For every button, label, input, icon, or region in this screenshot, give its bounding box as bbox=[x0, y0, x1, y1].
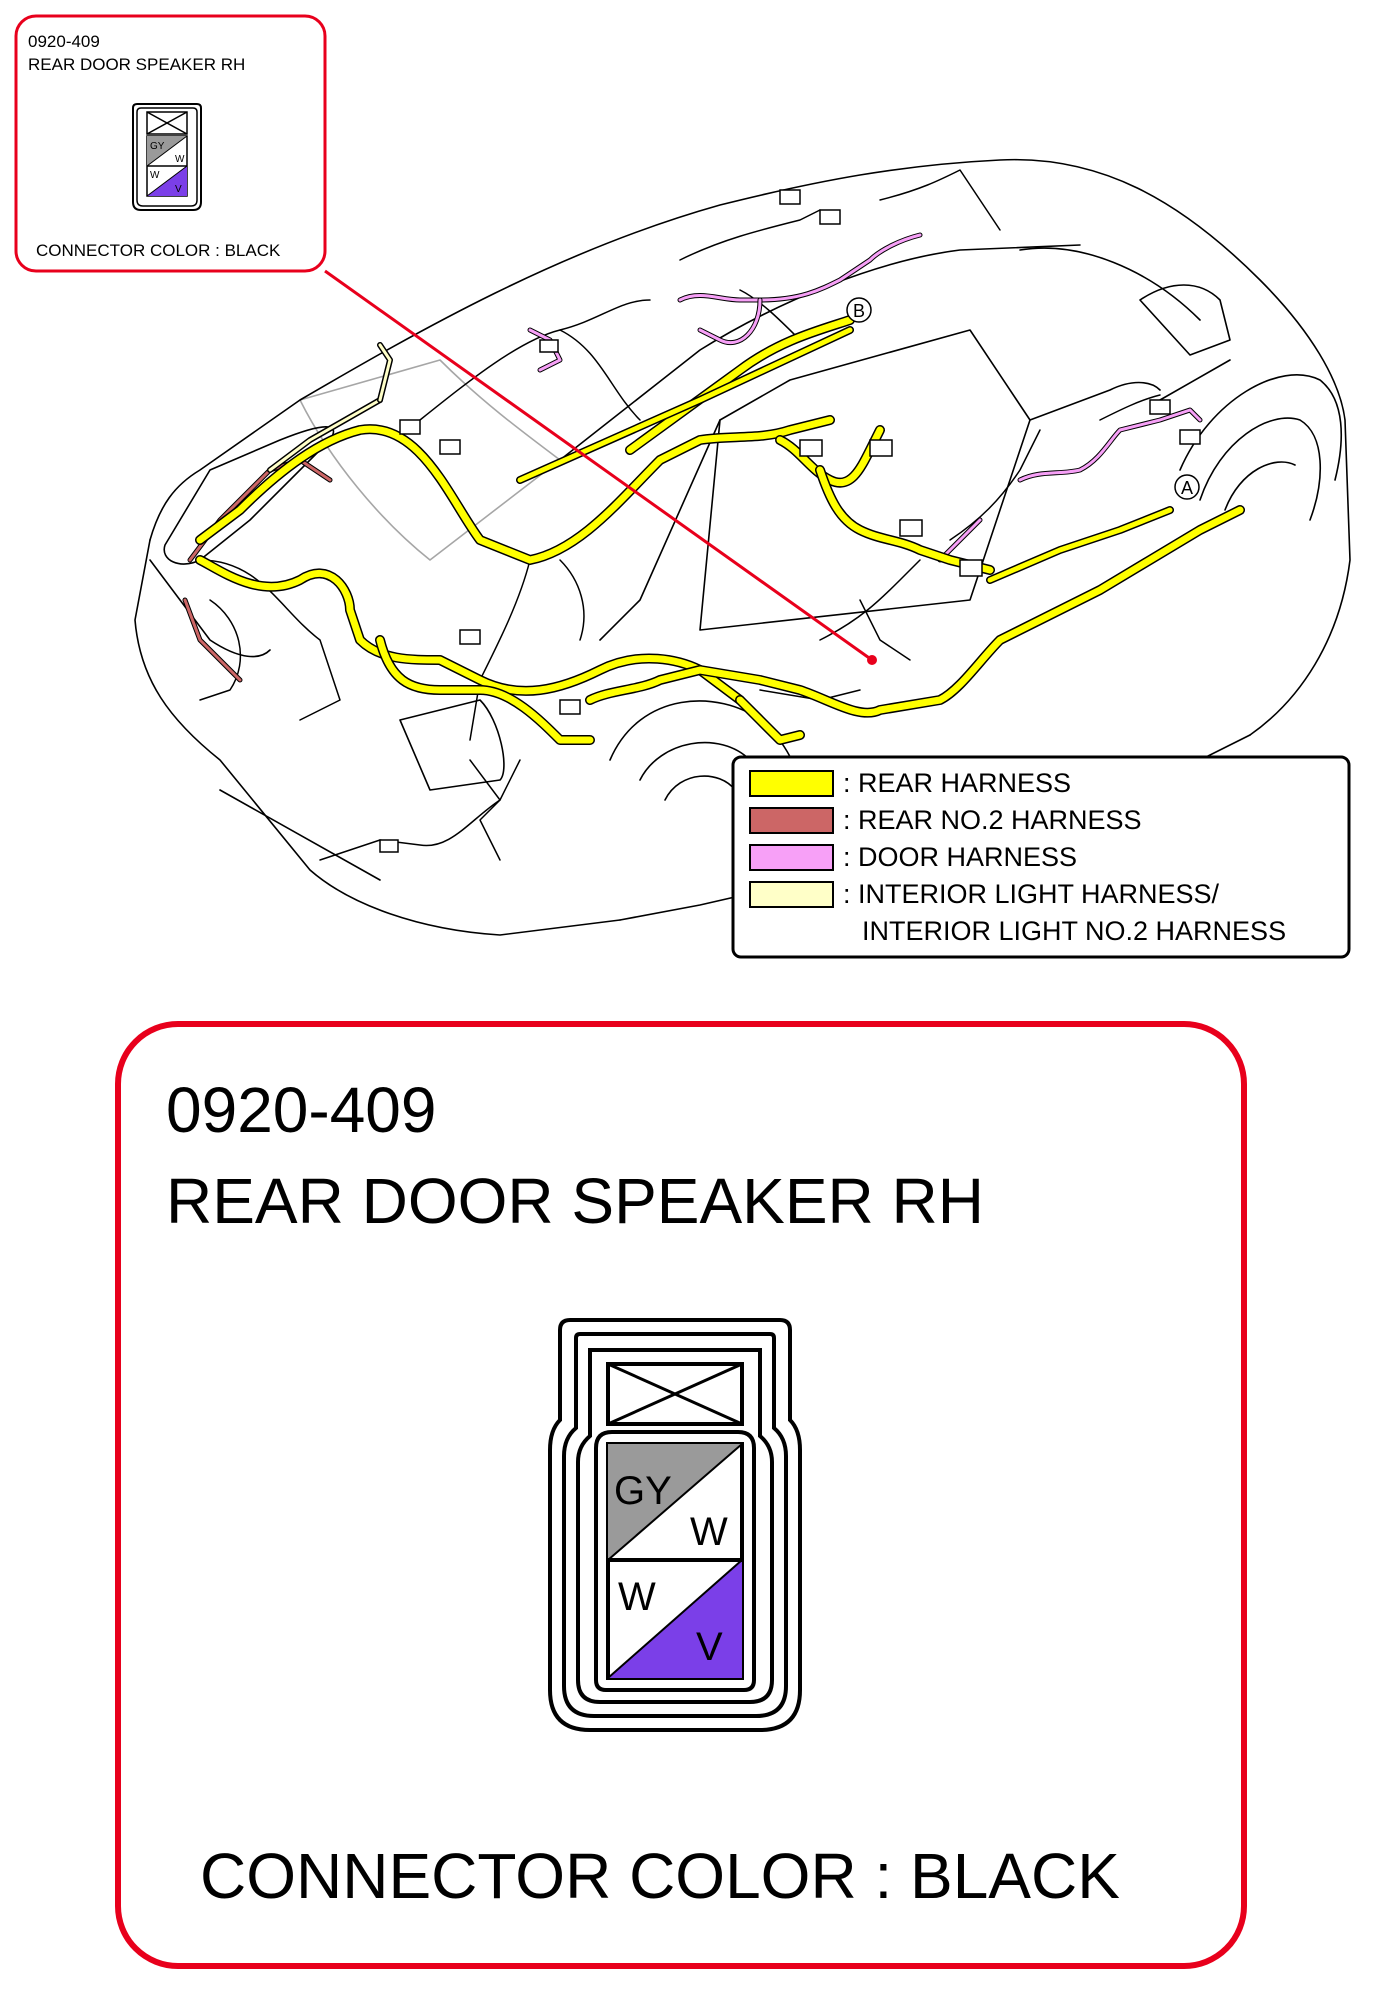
marker-b-label: B bbox=[853, 301, 865, 321]
legend-swatch-rear-harness bbox=[749, 770, 834, 797]
large-callout-name: REAR DOOR SPEAKER RH bbox=[166, 1165, 984, 1237]
pin2-color-top: W bbox=[618, 1575, 656, 1619]
large-callout-connector-color: CONNECTOR COLOR : BLACK bbox=[200, 1840, 1120, 1912]
pin1-color-bottom: W bbox=[690, 1510, 728, 1554]
legend-label-interior-light-no2-harness: INTERIOR LIGHT NO.2 HARNESS bbox=[862, 916, 1286, 946]
small-connector-icon: GY W W V bbox=[132, 103, 202, 211]
harness-connectors bbox=[379, 189, 1201, 853]
small-callout-name: REAR DOOR SPEAKER RH bbox=[28, 55, 245, 74]
harness-legend: : REAR HARNESS : REAR NO.2 HARNESS : DOO… bbox=[731, 755, 1351, 959]
legend-swatch-interior-light-harness bbox=[749, 881, 834, 908]
large-connector-icon: GY W W V bbox=[548, 1318, 802, 1732]
small-callout-code: 0920-409 bbox=[28, 32, 100, 51]
pin2-color-bottom: V bbox=[696, 1625, 723, 1669]
legend-label-rear-harness: : REAR HARNESS bbox=[843, 768, 1071, 798]
small-callout-connector-color: CONNECTOR COLOR : BLACK bbox=[36, 241, 281, 260]
svg-text:GY: GY bbox=[150, 141, 165, 152]
large-callout-code: 0920-409 bbox=[166, 1074, 436, 1146]
marker-a-label: A bbox=[1181, 478, 1193, 498]
pin1-color-top: GY bbox=[614, 1469, 672, 1513]
svg-text:V: V bbox=[175, 184, 182, 195]
large-callout: 0920-409 REAR DOOR SPEAKER RH GY W W V bbox=[115, 1021, 1247, 1969]
leader-line bbox=[324, 269, 873, 662]
legend-label-door-harness: : DOOR HARNESS bbox=[843, 842, 1077, 872]
legend-label-interior-light-harness: : INTERIOR LIGHT HARNESS/ bbox=[843, 879, 1220, 909]
connector-location-dot bbox=[867, 655, 877, 665]
marker-b: B bbox=[846, 297, 872, 323]
marker-a: A bbox=[1174, 474, 1200, 500]
legend-label-rear-no2-harness: : REAR NO.2 HARNESS bbox=[843, 805, 1142, 835]
small-callout: 0920-409 REAR DOOR SPEAKER RH GY W W V C… bbox=[14, 14, 327, 273]
harness-wiring bbox=[182, 169, 1245, 861]
legend-border bbox=[731, 755, 1351, 959]
legend-swatch-door-harness bbox=[749, 844, 834, 871]
front-wheel bbox=[1179, 374, 1343, 521]
legend-swatch-rear-no2-harness bbox=[749, 807, 834, 834]
svg-text:W: W bbox=[175, 154, 185, 165]
svg-text:W: W bbox=[150, 170, 160, 181]
